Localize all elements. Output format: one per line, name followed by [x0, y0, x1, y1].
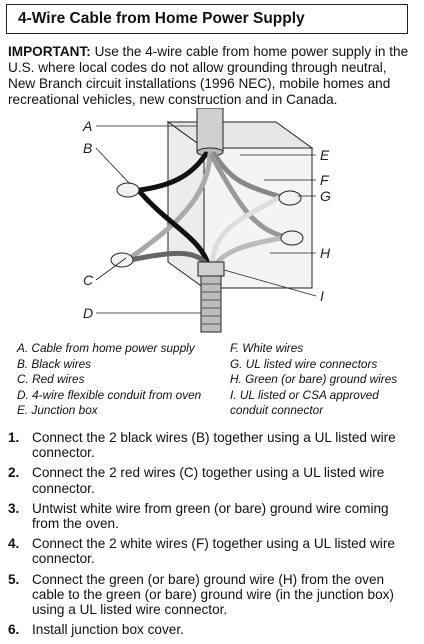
legend-item: I. UL listed or CSA approved conduit con…	[230, 387, 379, 418]
step-number: 2.	[8, 465, 20, 481]
legend-item: C. Red wires	[17, 372, 85, 386]
step-item: 4. Connect the 2 white wires (F) together…	[8, 536, 416, 566]
conduit-connector	[197, 261, 225, 333]
diagram-label-e: E	[320, 147, 330, 163]
step-text: Untwist white wire from green (or bare) …	[32, 500, 389, 532]
diagram-label-d: D	[83, 305, 93, 321]
power-supply-cable	[196, 108, 224, 157]
legend-column-left: A. Cable from home power supply B. Black…	[17, 341, 222, 419]
step-number: 3.	[8, 500, 20, 516]
step-number: 6.	[8, 622, 20, 638]
step-text: Connect the green (or bare) ground wire …	[32, 571, 394, 618]
legend-item: H. Green (or bare) ground wires	[230, 372, 398, 386]
diagram-label-f: F	[320, 172, 330, 188]
diagram-label-b: B	[83, 140, 92, 156]
important-text: Use the 4-wire cable from home power sup…	[8, 44, 409, 107]
leader-lines	[95, 125, 317, 314]
step-text: Connect the 2 red wires (C) together usi…	[32, 465, 385, 496]
step-item: 2. Connect the 2 red wires (C) together u…	[8, 465, 416, 495]
important-label: IMPORTANT:	[8, 44, 91, 59]
diagram-label-g: G	[320, 188, 331, 204]
legend-item: F. White wires	[230, 341, 304, 355]
step-text: Connect the 2 white wires (F) together u…	[32, 536, 395, 567]
step-text: Connect the 2 black wires (B) together u…	[32, 430, 396, 461]
step-number: 5.	[8, 571, 20, 587]
wires	[127, 151, 285, 267]
important-note: IMPORTANT: Use the 4-wire cable from hom…	[8, 44, 412, 108]
diagram-label-h: H	[320, 245, 331, 261]
step-number: 1.	[8, 430, 20, 445]
legend-item: G. UL listed wire connectors	[230, 356, 378, 371]
legend-item: E. Junction box	[17, 403, 98, 417]
step-text: Install junction box cover.	[32, 622, 184, 638]
legend-item: B. Black wires	[17, 356, 92, 371]
step-item: 6. Install junction box cover.	[8, 622, 416, 637]
step-number: 4.	[8, 536, 20, 552]
legend-column-right: F. White wires G. UL listed wire connect…	[230, 341, 420, 419]
diagram-label-a: A	[82, 118, 92, 134]
section-title: 4-Wire Cable from Home Power Supply	[6, 4, 408, 34]
diagram-label-i: I	[320, 288, 324, 304]
instruction-steps: 1. Connect the 2 black wires (B) together…	[8, 430, 416, 642]
legend-item: D. 4-wire flexible conduit from oven	[17, 387, 202, 402]
wiring-diagram: A B C D E F G H I	[82, 108, 331, 333]
diagram-label-c: C	[83, 272, 94, 288]
legend-item: A. Cable from home power supply	[17, 341, 195, 355]
wire-connectors	[110, 182, 304, 268]
step-item: 1. Connect the 2 black wires (B) together…	[8, 430, 416, 460]
step-item: 5. Connect the green (or bare) ground wir…	[8, 572, 416, 618]
step-item: 3. Untwist white wire from green (or bare…	[8, 501, 416, 531]
